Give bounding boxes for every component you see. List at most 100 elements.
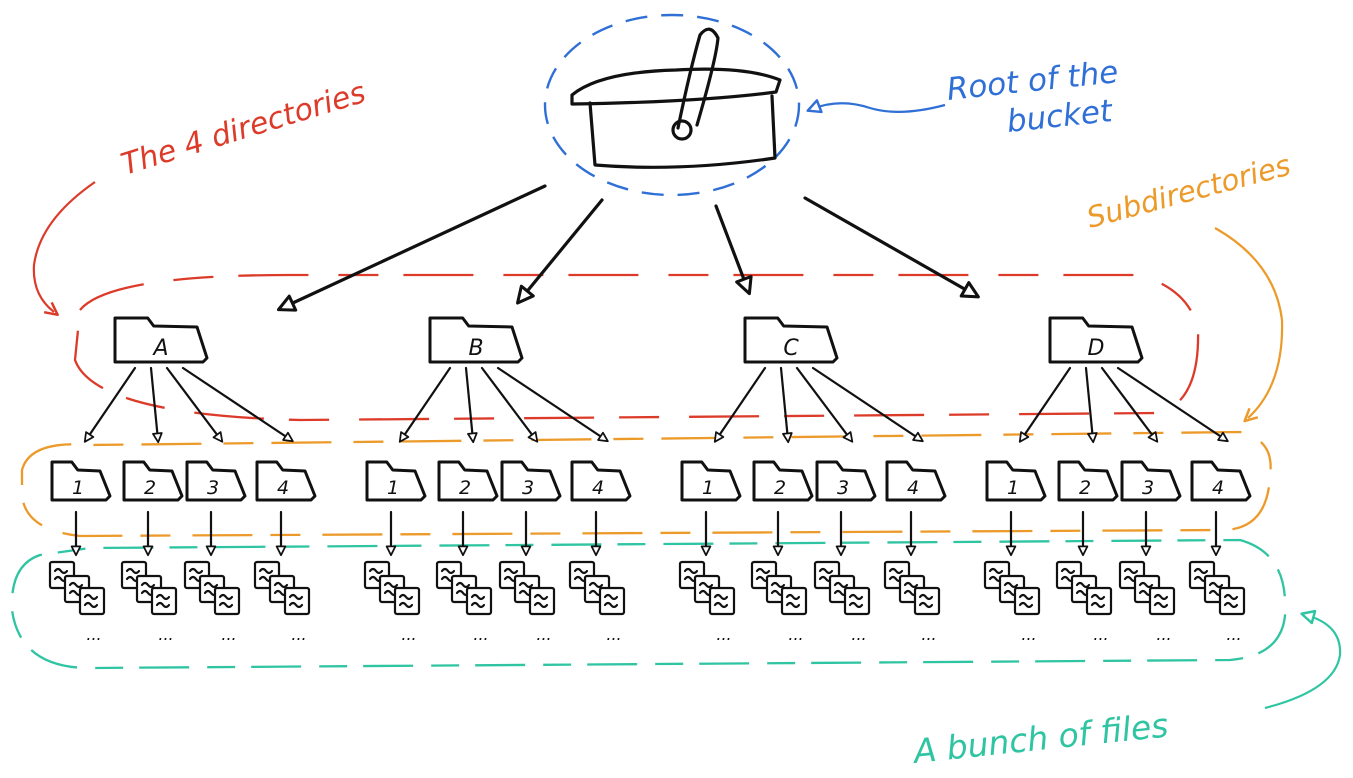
- folder-icon: [1057, 460, 1119, 502]
- file-stack-icon: [48, 560, 106, 616]
- subdirectories-annotation-arrow: [1214, 227, 1284, 423]
- subdirectory-label: 4: [1212, 477, 1224, 499]
- subdirectory-d-3: 3...: [1100, 366, 1182, 644]
- file-sheet: [1085, 586, 1113, 616]
- file-sheet: [150, 586, 178, 616]
- directories-dashed-outline: [73, 273, 1200, 422]
- subdirectory-label: 1: [702, 477, 714, 499]
- subdirectory-b-2: 2...: [435, 366, 499, 644]
- folder-icon: [570, 460, 632, 502]
- directory-label: B: [468, 336, 483, 361]
- subdirectory-c-1: 1...: [678, 366, 767, 644]
- folder-icon: [255, 460, 317, 502]
- file-stack-icon: [498, 560, 556, 616]
- folder-icon: [113, 316, 209, 364]
- file-ellipsis: ...: [606, 625, 621, 644]
- folder-icon: [885, 460, 947, 502]
- file-stack-icon: [183, 560, 241, 616]
- file-ellipsis: ...: [716, 625, 731, 644]
- basket-icon: [570, 27, 782, 169]
- file-stack-icon: [813, 560, 871, 616]
- directory-label: D: [1088, 336, 1105, 361]
- file-stack-icon: [750, 560, 808, 616]
- root-annotation-arrow: [806, 99, 946, 114]
- subdirectory-arrow: [149, 366, 163, 444]
- file-ellipsis: ...: [1021, 625, 1036, 644]
- subdirectory-label: 2: [144, 477, 156, 499]
- file-sheet: [528, 586, 556, 616]
- folder-icon: [365, 460, 427, 502]
- folder-icon: [428, 316, 524, 364]
- file-ellipsis: ...: [473, 625, 488, 644]
- folder-icon: [50, 460, 112, 502]
- subdirectory-arrow: [181, 366, 294, 443]
- file-sheet-lines: [1153, 593, 1169, 609]
- file-ellipsis: ...: [158, 625, 173, 644]
- subdirectory-b-1: 1...: [363, 366, 452, 644]
- subdirectory-label: 4: [277, 477, 289, 499]
- subdirectory-arrow: [713, 366, 767, 443]
- file-sheet-lines: [1090, 593, 1106, 609]
- file-sheet-lines: [1223, 593, 1239, 609]
- subdirectory-c-2: 2...: [750, 366, 814, 644]
- files-dashed-outline: [10, 538, 1287, 670]
- root-arrow-a: [276, 184, 547, 312]
- subdirectory-label: 2: [774, 477, 786, 499]
- file-sheet: [913, 586, 941, 616]
- subdirectory-arrow: [496, 366, 609, 443]
- root-group: [543, 13, 801, 197]
- subdirectory-b-4: 4...: [496, 366, 632, 644]
- folder-icon: [680, 460, 742, 502]
- file-sheet: [1013, 586, 1041, 616]
- subdirectory-label: 3: [837, 477, 849, 499]
- subdirectory-label: 1: [72, 477, 84, 499]
- directories-annotation-label: The 4 directories: [117, 75, 370, 183]
- subdirectory-arrow: [779, 366, 793, 444]
- file-sheet-lines: [83, 593, 99, 609]
- file-sheet: [843, 586, 871, 616]
- file-sheet: [465, 586, 493, 616]
- subdirectory-label: 3: [1142, 477, 1154, 499]
- file-sheet-lines: [603, 593, 619, 609]
- file-sheet-lines: [713, 593, 729, 609]
- file-sheet: [283, 586, 311, 616]
- file-ellipsis: ...: [788, 625, 803, 644]
- file-sheet-lines: [533, 593, 549, 609]
- directory-a: A1...2...3...4...: [48, 316, 317, 644]
- file-stack-icon: [678, 560, 736, 616]
- subdirectory-a-2: 2...: [120, 366, 184, 644]
- file-sheet: [598, 586, 626, 616]
- file-stack-icon: [1188, 560, 1246, 616]
- file-sheet: [708, 586, 736, 616]
- subdirectory-label: 2: [459, 477, 471, 499]
- subdirectory-arrow: [1100, 366, 1159, 443]
- file-ellipsis: ...: [291, 625, 306, 644]
- folder-icon: [122, 460, 184, 502]
- subdirectory-arrow: [83, 366, 137, 443]
- root-arrow-c: [714, 204, 753, 296]
- group-outlines: [10, 273, 1287, 670]
- file-sheet: [780, 586, 808, 616]
- file-sheet-lines: [218, 593, 234, 609]
- subdirectories-annotation: Subdirectories: [1083, 148, 1294, 423]
- folder-icon: [1048, 316, 1144, 364]
- directories-annotation-arrow: [32, 181, 96, 317]
- subdirectory-label: 1: [1007, 477, 1019, 499]
- file-ellipsis: ...: [1156, 625, 1171, 644]
- subdirectory-arrow: [464, 366, 478, 444]
- subdirectory-arrow: [480, 366, 539, 443]
- file-ellipsis: ...: [401, 625, 416, 644]
- subdirectory-c-3: 3...: [795, 366, 877, 644]
- subdirectory-arrow: [1084, 366, 1098, 444]
- root-arrow-d: [803, 196, 980, 299]
- folder-icon: [185, 460, 247, 502]
- folder-icon: [437, 460, 499, 502]
- subdirectory-label: 1: [387, 477, 399, 499]
- subdirectory-b-3: 3...: [480, 366, 562, 644]
- file-sheet-lines: [848, 593, 864, 609]
- subdirectory-d-1: 1...: [983, 366, 1072, 644]
- subdirectory-d-2: 2...: [1055, 366, 1119, 644]
- subdirectories-dashed-outline: [20, 430, 1272, 538]
- file-stack-icon: [1055, 560, 1113, 616]
- file-sheet: [393, 586, 421, 616]
